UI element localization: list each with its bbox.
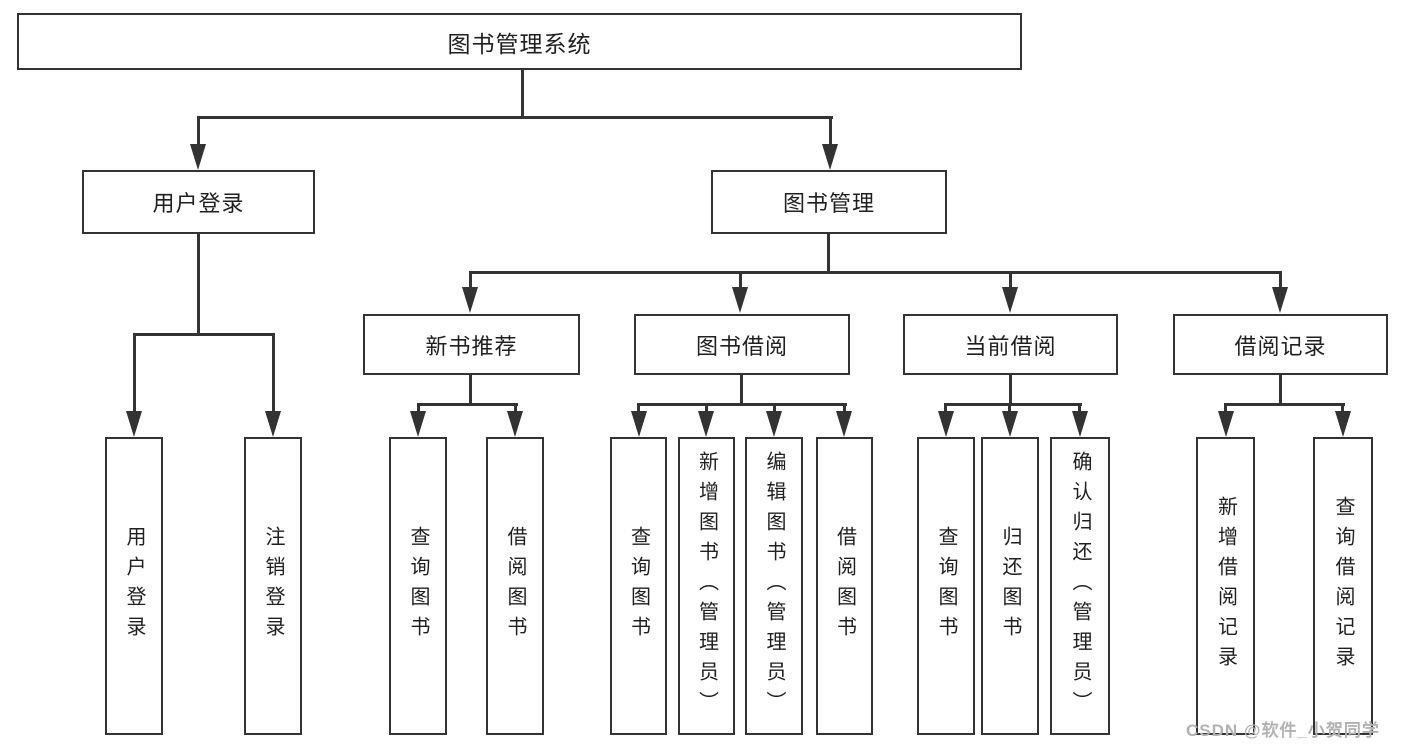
- node-new-book-recommend: 新书推荐: [363, 314, 580, 375]
- node-user-login: 用户登录: [82, 170, 315, 234]
- connector-line: [740, 374, 743, 406]
- arrow-down-icon: [1072, 411, 1088, 437]
- connector-line: [417, 403, 420, 415]
- connector-line: [1009, 271, 1012, 291]
- arrow-down-icon: [1272, 287, 1288, 313]
- arrow-down-icon: [1002, 287, 1018, 313]
- connector-line: [133, 333, 136, 415]
- csdn-watermark: CSDN @软件_小贺同学: [1186, 721, 1380, 740]
- node-borrowing-records: 借阅记录: [1173, 314, 1388, 375]
- leaf-borrowing-borrow-books: 借阅图书: [816, 437, 873, 735]
- arrow-down-icon: [507, 411, 523, 437]
- leaf-add-borrow-record: 新增借阅记录: [1196, 437, 1255, 735]
- leaf-query-borrow-record: 查询借阅记录: [1313, 437, 1373, 735]
- arrow-down-icon: [732, 287, 748, 313]
- arrow-down-icon: [265, 411, 281, 437]
- arrow-down-icon: [766, 411, 782, 437]
- arrow-down-icon: [698, 411, 714, 437]
- connector-line: [133, 333, 275, 336]
- connector-line: [1341, 403, 1344, 415]
- arrow-down-icon: [462, 287, 478, 313]
- leaf-edit-book-admin: 编辑图书（管理员）: [745, 437, 803, 735]
- connector-line: [944, 403, 947, 415]
- leaf-current-query-books: 查询图书: [917, 437, 975, 735]
- connector-line: [1008, 403, 1011, 415]
- connector-line: [514, 403, 517, 415]
- connector-line: [1224, 403, 1345, 406]
- connector-line: [197, 116, 833, 119]
- connector-line: [469, 374, 472, 406]
- connector-line: [739, 271, 742, 291]
- connector-line: [1224, 403, 1227, 415]
- connector-line: [637, 403, 847, 406]
- node-library-system: 图书管理系统: [17, 13, 1022, 70]
- leaf-return-books: 归还图书: [981, 437, 1039, 735]
- connector-line: [705, 403, 708, 415]
- leaf-recommend-query-books: 查询图书: [389, 437, 447, 735]
- connector-line: [521, 69, 524, 118]
- connector-line: [1279, 374, 1282, 406]
- connector-line: [843, 403, 846, 415]
- node-book-borrowing: 图书借阅: [634, 314, 850, 375]
- connector-line: [827, 233, 830, 274]
- leaf-recommend-borrow-books: 借阅图书: [486, 437, 544, 735]
- arrow-down-icon: [1335, 411, 1351, 437]
- leaf-user-login: 用户登录: [105, 437, 163, 735]
- connector-line: [272, 333, 275, 415]
- leaf-logout-login: 注销登录: [244, 437, 302, 735]
- node-book-management: 图书管理: [711, 170, 947, 234]
- arrow-down-icon: [1002, 411, 1018, 437]
- leaf-confirm-return-admin: 确认归还（管理员）: [1050, 437, 1110, 735]
- leaf-borrowing-query-books: 查询图书: [610, 437, 667, 735]
- connector-line: [637, 403, 640, 415]
- arrow-down-icon: [126, 411, 142, 437]
- connector-line: [469, 271, 1282, 274]
- connector-line: [469, 271, 472, 291]
- connector-line: [829, 116, 832, 148]
- arrow-down-icon: [938, 411, 954, 437]
- node-current-borrowing: 当前借阅: [903, 314, 1118, 375]
- connector-line: [417, 403, 518, 406]
- connector-line: [1279, 271, 1282, 291]
- arrow-down-icon: [822, 144, 838, 170]
- connector-line: [1009, 374, 1012, 406]
- connector-line: [944, 403, 1082, 406]
- arrow-down-icon: [410, 411, 426, 437]
- arrow-down-icon: [1218, 411, 1234, 437]
- arrow-down-icon: [631, 411, 647, 437]
- arrow-down-icon: [190, 144, 206, 170]
- leaf-add-book-admin: 新增图书（管理员）: [678, 437, 735, 735]
- arrow-down-icon: [836, 411, 852, 437]
- connector-line: [197, 116, 200, 148]
- connector-line: [1078, 403, 1081, 415]
- connector-line: [773, 403, 776, 415]
- connector-line: [197, 233, 200, 336]
